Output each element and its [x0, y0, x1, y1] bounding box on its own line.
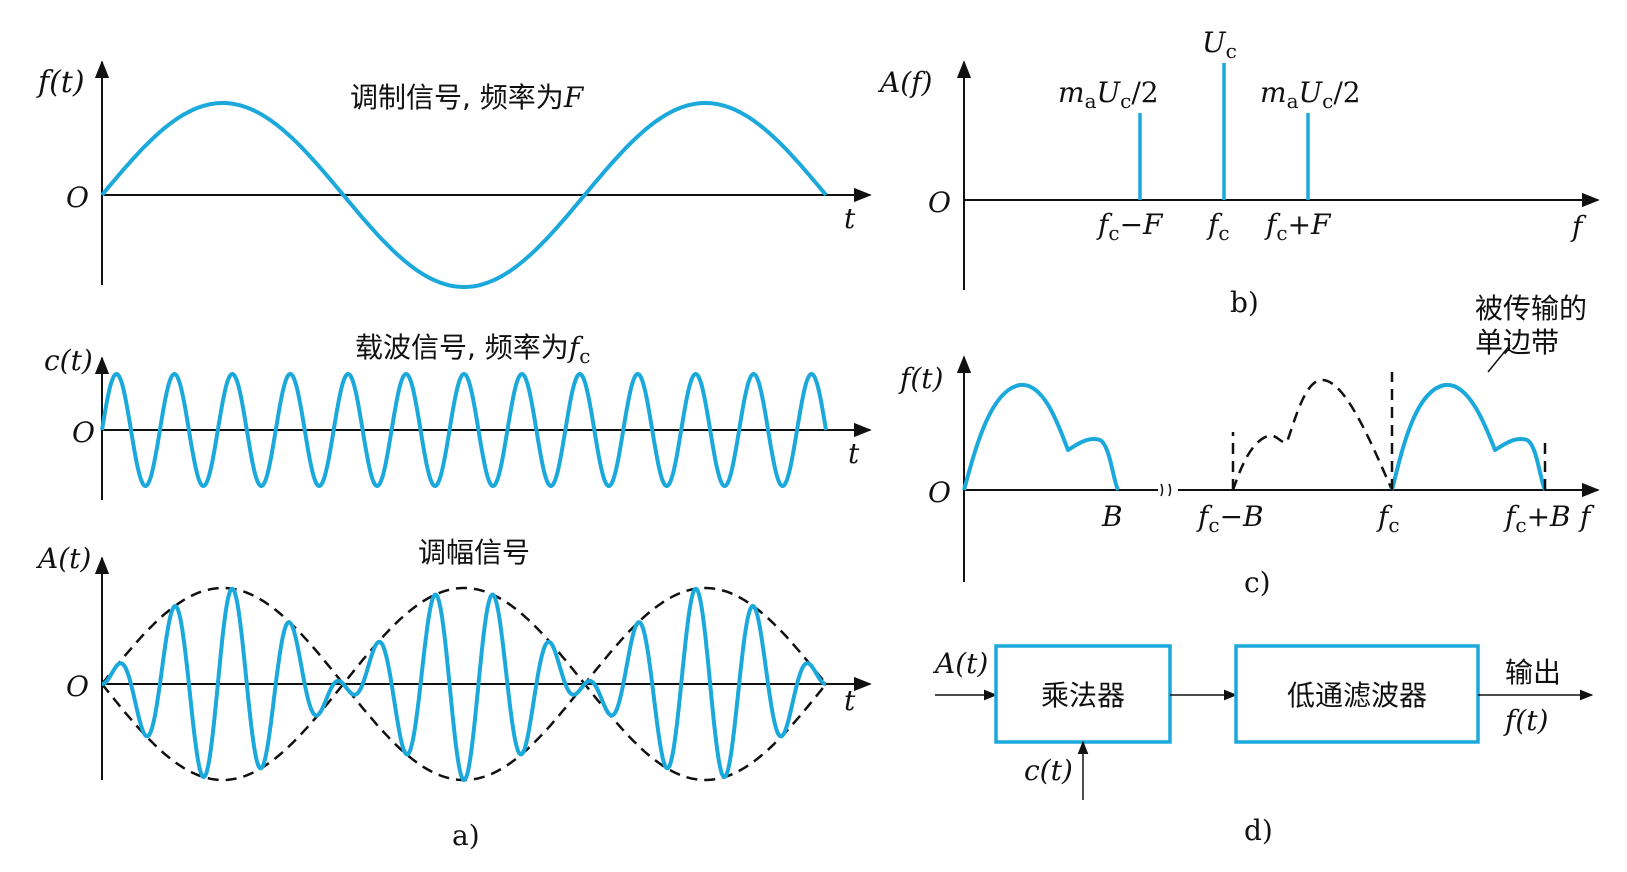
tick-fc: fc — [1376, 500, 1400, 537]
annotation-leader-line — [1487, 344, 1511, 373]
origin-label: O — [928, 476, 951, 509]
origin-label: O — [66, 181, 89, 214]
x-axis-label: t — [844, 202, 856, 235]
envelope-lower — [101, 683, 827, 782]
lowpass-filter-label: 低通滤波器 — [1287, 679, 1427, 712]
axis-break-mark — [1160, 483, 1172, 497]
origin-label: O — [66, 670, 89, 703]
annotation-label-line1: 被传输的 — [1475, 292, 1587, 325]
am-modulated-wave — [100, 586, 828, 782]
origin-label: O — [928, 186, 951, 219]
carrier-amplitude-label: Uc — [1202, 26, 1237, 63]
output-signal-label: f(t) — [1503, 704, 1548, 737]
lower-sideband-amplitude-label: maUc/2 — [1058, 76, 1159, 113]
plot-title: 载波信号, 频率为fc — [355, 331, 590, 368]
upper-sideband-spectrum — [1390, 382, 1547, 491]
plot-title: 调幅信号 — [418, 536, 530, 569]
plot-carrier-signal: c(t) O t 载波信号, 频率为fc — [44, 331, 872, 500]
input-c-label: c(t) — [1024, 754, 1073, 787]
caption-d: d) — [1244, 814, 1273, 847]
output-label: 输出 — [1505, 656, 1561, 689]
y-axis-label: A(t) — [35, 542, 91, 575]
multiplier-label: 乘法器 — [1041, 679, 1125, 712]
caption-a: a) — [452, 819, 480, 852]
lower-sideband-spectrum — [1231, 378, 1394, 491]
y-axis-label: f(t) — [36, 65, 85, 100]
tick-fc-plus-f: fc+F — [1264, 208, 1332, 245]
panel-a: f(t) O t 调制信号, 频率为F c(t) O t 载波信号, 频率为fc… — [35, 60, 872, 852]
multiplier-block — [994, 644, 1172, 744]
tick-b: B — [1101, 500, 1123, 533]
panel-c: f(t) O f B fc−B fc fc+B 被传输的 单边带 c) — [898, 292, 1600, 599]
panel-b: A(f) O f maUc/2 Uc maUc/2 fc−F fc fc+F b… — [877, 26, 1600, 319]
y-axis-label: c(t) — [44, 344, 93, 377]
panel-d: A(t) 乘法器 c(t) 低通滤波器 输出 f(t) d) — [932, 644, 1594, 847]
envelope-upper — [101, 586, 827, 685]
tick-fc-minus-b: fc−B — [1196, 500, 1264, 537]
y-axis-label: A(f) — [877, 66, 932, 99]
caption-b: b) — [1230, 286, 1259, 319]
tick-fc-minus-f: fc−F — [1096, 208, 1164, 245]
y-axis-label: f(t) — [898, 362, 943, 395]
x-axis-label: f — [1578, 500, 1595, 533]
plot-modulating-signal: f(t) O t 调制信号, 频率为F — [36, 60, 872, 289]
plot-am-signal: A(t) O t 调幅信号 — [35, 536, 872, 782]
x-axis-label: t — [844, 684, 856, 717]
input-a-label: A(t) — [932, 647, 988, 680]
plot-title: 调制信号, 频率为F — [350, 81, 585, 114]
x-axis-label: t — [848, 437, 860, 470]
baseband-spectrum — [962, 382, 1120, 491]
upper-sideband-amplitude-label: maUc/2 — [1260, 76, 1361, 113]
tick-fc: fc — [1206, 208, 1230, 245]
annotation-label-line2: 单边带 — [1475, 326, 1559, 359]
caption-c: c) — [1244, 566, 1271, 599]
tick-fc-plus-b: fc+B — [1503, 500, 1571, 537]
modulating-sine-wave — [100, 101, 828, 289]
origin-label: O — [72, 416, 95, 449]
x-axis-label: f — [1570, 210, 1587, 243]
lowpass-filter-block — [1234, 644, 1480, 744]
carrier-wave — [100, 372, 828, 488]
